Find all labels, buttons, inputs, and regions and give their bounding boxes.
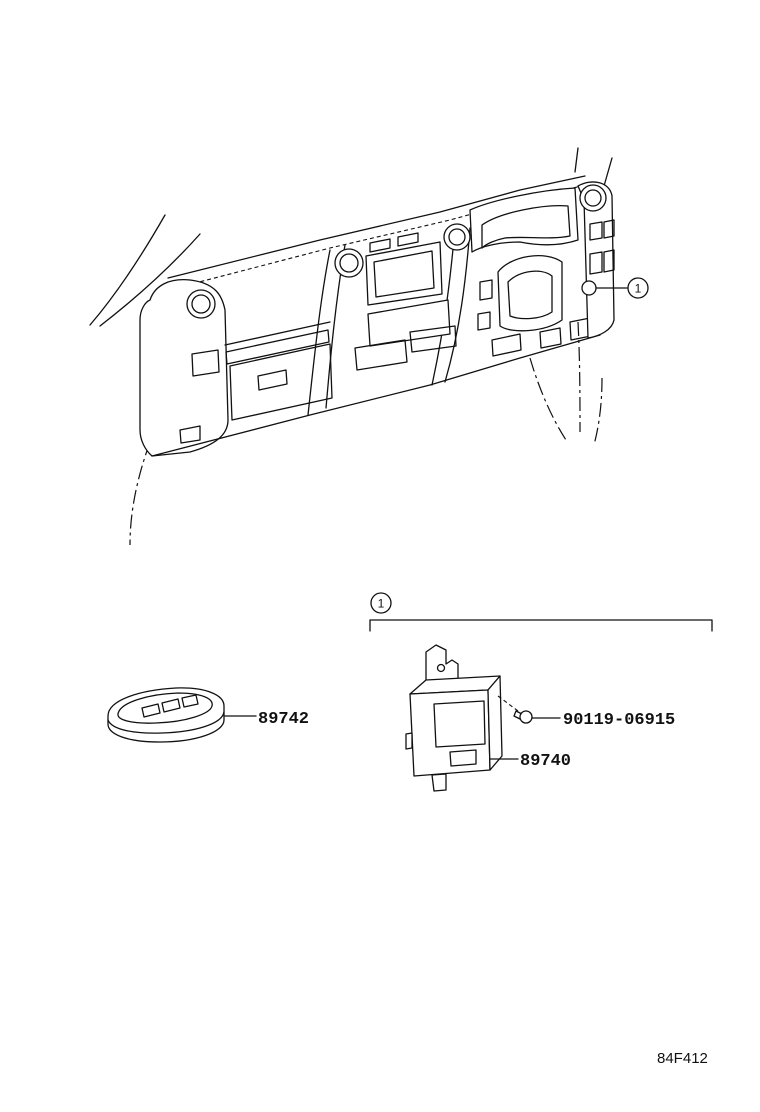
dash-callout-number: 1 [635,282,642,296]
right-door-chain-line-3 [593,377,603,446]
fob-panic-button [181,694,199,708]
left-door-chain-line [129,441,151,546]
module-location-marker [581,280,597,296]
right-switch-4 [603,249,615,273]
passenger-trim-strip [225,329,330,365]
a-pillar-left-outer-line [89,214,166,326]
transmitter-key-fob: 89742 [107,687,309,743]
right-switch-2 [603,219,615,239]
door-control-receiver: 89740 90119-06915 [405,644,675,792]
screw-part-number: 90119-06915 [563,711,675,730]
right-switch-1 [589,221,603,241]
left-air-vent-inner [191,294,211,314]
glove-box [229,343,333,421]
a-pillar-left-inner-line [99,233,201,327]
dashboard-bottom-edge [151,334,601,457]
right-air-vent-inner [584,189,602,207]
fob-body [107,687,225,743]
group-callout-circle [370,592,392,614]
a-pillar-right-outer-line [574,147,579,173]
left-switch-panel [191,349,220,377]
steering-column-inner [507,270,553,320]
audio-unit-display [373,250,435,298]
hazard-button [369,238,391,253]
steering-column-cover [497,255,563,332]
module-connector [405,732,413,750]
module-sub-label [449,749,477,767]
dashboard-right-end [577,181,615,339]
dash-callout-circle [627,277,649,299]
center-left-air-vent-inner [339,253,359,273]
glove-box-handle [257,369,288,391]
driver-lower-switch [539,327,562,349]
right-door-chain-line-1 [529,357,567,441]
ashtray [354,339,408,371]
group-callout-number: 1 [378,597,385,611]
left-lower-switch [179,425,201,444]
left-air-vent [186,289,216,319]
combination-meter [481,205,571,249]
driver-left-switch-2 [477,311,491,331]
group-header: 1 [369,592,713,632]
module-label [433,700,486,748]
center-stack-left-border [307,249,331,416]
instrument-hood [469,187,579,253]
driver-lower-panel [491,333,522,357]
center-left-air-vent [334,248,364,278]
center-right-air-vent [443,223,471,251]
fob-part-number: 89742 [258,710,309,729]
fob-lock-button [141,703,161,718]
group-bracket-line [369,619,713,632]
right-door-chain-line-2 [577,321,581,433]
a-pillar-right-inner-line [603,157,613,187]
screw-head [519,710,533,724]
clock-display [397,232,419,247]
module-side-face [487,675,503,771]
fob-button-panel [117,692,213,724]
right-air-vent [579,184,607,212]
module-bottom-tab [431,773,447,792]
module-part-number: 89740 [520,752,571,771]
dashboard-left-end [139,279,229,457]
console-pocket [409,325,457,353]
figure-code: 84F412 [657,1050,708,1067]
fob-side-edge [107,711,225,734]
fob-unlock-button [161,698,181,713]
bracket-bolt-hole [436,663,446,673]
driver-left-switch-1 [479,279,493,301]
right-switch-3 [589,251,603,275]
center-stack-right-border [444,227,471,383]
dashboard-front-face-line [224,321,331,346]
center-right-air-vent-inner [448,228,466,246]
dashboard-illustration: 1 [89,147,649,546]
heater-control-panel [367,299,451,347]
dashboard-top-edge [167,175,586,279]
